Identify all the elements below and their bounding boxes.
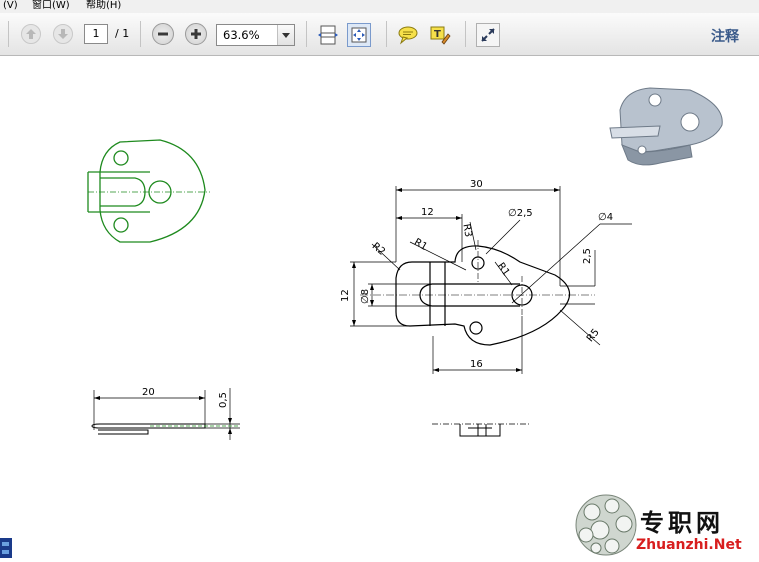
technical-drawing: 30 12 ∅2,5 ∅4 R3 R1 R1 R2 2,5 ∅8 12 16 R… bbox=[0, 87, 723, 558]
document-canvas[interactable]: 30 12 ∅2,5 ∅4 R3 R1 R1 R2 2,5 ∅8 12 16 R… bbox=[0, 56, 759, 562]
main-front-view bbox=[360, 240, 595, 346]
zoom-dropdown-button[interactable] bbox=[277, 25, 294, 45]
toolbar-separator bbox=[465, 21, 466, 47]
menu-bar: (V) 窗口(W) 帮助(H) bbox=[0, 0, 759, 13]
toolbar-separator bbox=[386, 21, 387, 47]
dim-30: 30 bbox=[470, 179, 483, 190]
menu-window[interactable]: 窗口(W) bbox=[32, 0, 70, 11]
page-total: / 1 bbox=[115, 27, 130, 40]
dim-phi25: ∅2,5 bbox=[508, 208, 533, 219]
watermark-chinese: 专职网 bbox=[640, 508, 724, 537]
svg-text:T: T bbox=[434, 29, 441, 40]
minus-icon bbox=[158, 32, 168, 36]
menu-help[interactable]: 帮助(H) bbox=[86, 0, 122, 11]
arrow-down-icon bbox=[58, 29, 68, 39]
arrow-up-icon bbox=[26, 29, 36, 39]
toolbar: 1 / 1 63.6% bbox=[0, 13, 759, 56]
annotations-button[interactable]: 注释 bbox=[711, 29, 739, 45]
corner-edge-icon bbox=[0, 538, 12, 558]
dim-12-top: 12 bbox=[421, 207, 434, 218]
text-markup-button[interactable]: T bbox=[428, 23, 452, 47]
dimension-arrows bbox=[94, 188, 560, 434]
zoom-select[interactable]: 63.6% bbox=[216, 24, 295, 46]
zoom-in-button[interactable] bbox=[185, 23, 207, 45]
side-view-bottom bbox=[432, 423, 530, 437]
side-view-left bbox=[91, 423, 240, 435]
menu-view[interactable]: (V) bbox=[3, 0, 18, 11]
toolbar-separator bbox=[8, 21, 9, 47]
logo-ball-icon bbox=[575, 494, 637, 556]
isometric-3d-view bbox=[609, 87, 723, 166]
watermark-domain: Zhuanzhi.Net bbox=[636, 537, 742, 553]
toolbar-separator bbox=[140, 21, 141, 47]
expand-arrows-icon bbox=[481, 28, 495, 42]
dim-r3: R3 bbox=[460, 223, 473, 238]
fit-width-button[interactable] bbox=[316, 23, 340, 47]
dim-25-vertical: 2,5 bbox=[582, 248, 593, 264]
plus-icon bbox=[191, 29, 201, 39]
dim-r1-b: R1 bbox=[495, 261, 512, 278]
dim-r5: R5 bbox=[585, 327, 602, 344]
dim-20: 20 bbox=[142, 387, 155, 398]
fit-width-icon bbox=[318, 25, 338, 45]
toolbar-separator bbox=[306, 21, 307, 47]
chevron-down-icon bbox=[282, 32, 290, 38]
next-page-button[interactable] bbox=[53, 24, 73, 44]
previous-page-button[interactable] bbox=[21, 24, 41, 44]
green-sketch-view bbox=[87, 139, 210, 243]
fit-page-button[interactable] bbox=[347, 23, 371, 47]
dim-05: 0,5 bbox=[218, 392, 229, 408]
dimension-lines bbox=[93, 186, 632, 440]
page-number-input[interactable]: 1 bbox=[84, 24, 108, 44]
dim-16: 16 bbox=[470, 359, 483, 370]
fit-page-icon bbox=[351, 27, 367, 43]
dim-phi8: ∅8 bbox=[360, 289, 371, 304]
zoom-value: 63.6% bbox=[223, 28, 260, 42]
comment-button[interactable] bbox=[396, 23, 420, 47]
zoom-out-button[interactable] bbox=[152, 23, 174, 45]
speech-bubble-icon bbox=[398, 26, 418, 45]
dim-12-vertical: 12 bbox=[340, 289, 351, 302]
dim-phi4: ∅4 bbox=[598, 212, 613, 223]
full-screen-button[interactable] bbox=[476, 23, 500, 47]
text-pencil-icon: T bbox=[430, 26, 451, 45]
